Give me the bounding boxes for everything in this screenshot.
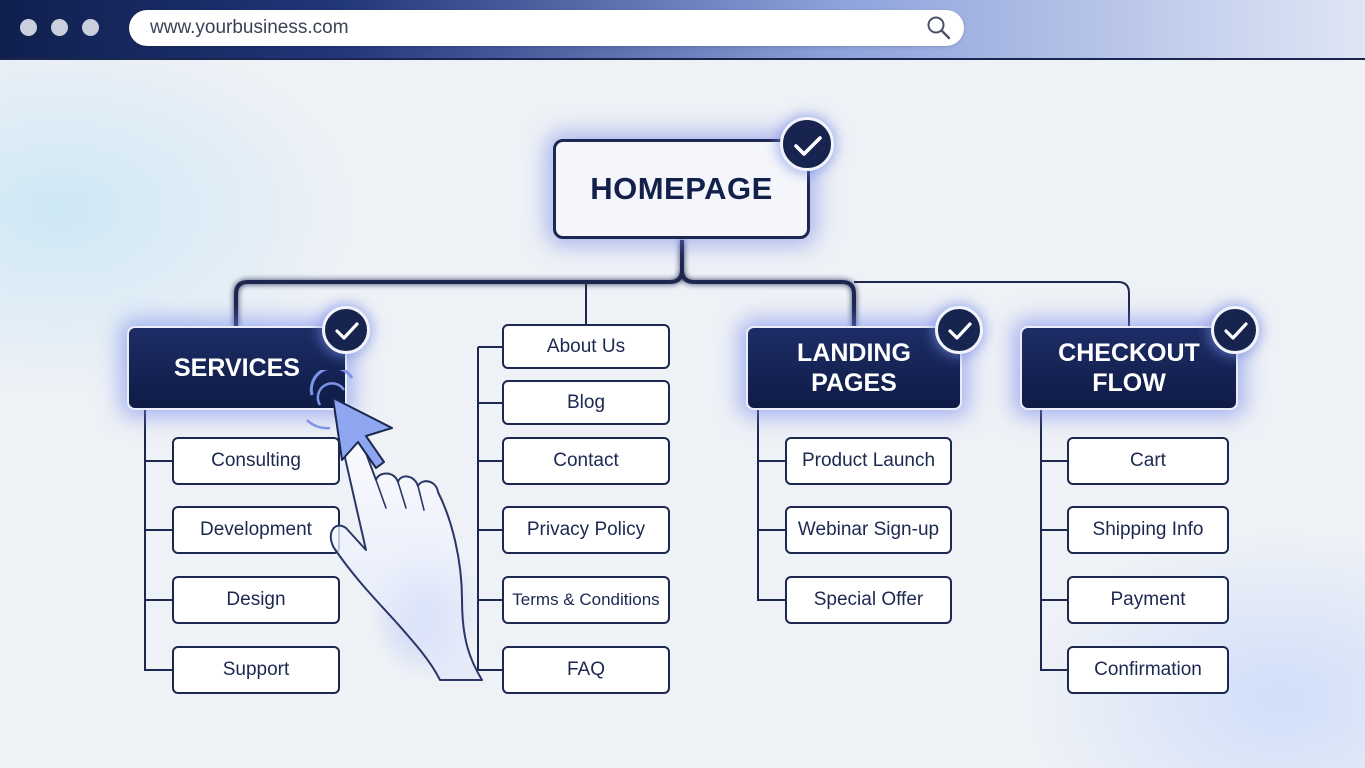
sitemap-page-terms-conditions[interactable]: Terms & Conditions: [502, 576, 670, 624]
sitemap-page-product-launch[interactable]: Product Launch: [785, 437, 952, 485]
general-child-lines: [477, 346, 503, 671]
check-icon: [1211, 306, 1259, 354]
checkout-flow-node[interactable]: CHECKOUT FLOW: [1020, 326, 1238, 410]
check-icon: [935, 306, 983, 354]
pointing-hand-icon: [306, 370, 483, 681]
secondary-branch-lines: [585, 281, 1130, 326]
window-close-dot[interactable]: [20, 19, 37, 36]
url-text: www.yourbusiness.com: [150, 17, 349, 38]
services-child-lines: [144, 410, 172, 671]
sitemap-page-confirmation[interactable]: Confirmation: [1067, 646, 1229, 694]
landing-child-lines: [757, 410, 786, 601]
landing-title-line2: PAGES: [811, 369, 897, 397]
sitemap-page-development[interactable]: Development: [172, 506, 340, 554]
sitemap-page-cart[interactable]: Cart: [1067, 437, 1229, 485]
address-bar[interactable]: www.yourbusiness.com: [129, 10, 964, 46]
homepage-node[interactable]: HOMEPAGE: [553, 139, 810, 239]
landing-pages-node[interactable]: LANDING PAGES: [746, 326, 962, 410]
browser-bar: www.yourbusiness.com: [0, 0, 1365, 60]
sitemap-page-design[interactable]: Design: [172, 576, 340, 624]
checkout-title-line1: CHECKOUT: [1058, 339, 1200, 367]
sitemap-page-privacy-policy[interactable]: Privacy Policy: [502, 506, 670, 554]
check-icon: [780, 117, 834, 171]
services-node[interactable]: SERVICES: [127, 326, 347, 410]
check-icon: [322, 306, 370, 354]
landing-title-line1: LANDING: [797, 339, 911, 367]
sitemap-page-faq[interactable]: FAQ: [502, 646, 670, 694]
magnifier-icon[interactable]: [926, 15, 952, 41]
checkout-child-lines: [1040, 410, 1068, 671]
main-branch-lines: [234, 240, 856, 328]
sitemap-page-shipping-info[interactable]: Shipping Info: [1067, 506, 1229, 554]
sitemap-page-payment[interactable]: Payment: [1067, 576, 1229, 624]
checkout-title-line2: FLOW: [1092, 369, 1166, 397]
sitemap-page-contact[interactable]: Contact: [502, 437, 670, 485]
window-minimize-dot[interactable]: [51, 19, 68, 36]
window-maximize-dot[interactable]: [82, 19, 99, 36]
sitemap-page-about-us[interactable]: About Us: [502, 324, 670, 369]
sitemap-page-webinar-signup[interactable]: Webinar Sign-up: [785, 506, 952, 554]
sitemap-page-support[interactable]: Support: [172, 646, 340, 694]
sitemap-page-special-offer[interactable]: Special Offer: [785, 576, 952, 624]
sitemap-page-consulting[interactable]: Consulting: [172, 437, 340, 485]
sitemap-page-blog[interactable]: Blog: [502, 380, 670, 425]
services-title: SERVICES: [174, 354, 300, 382]
